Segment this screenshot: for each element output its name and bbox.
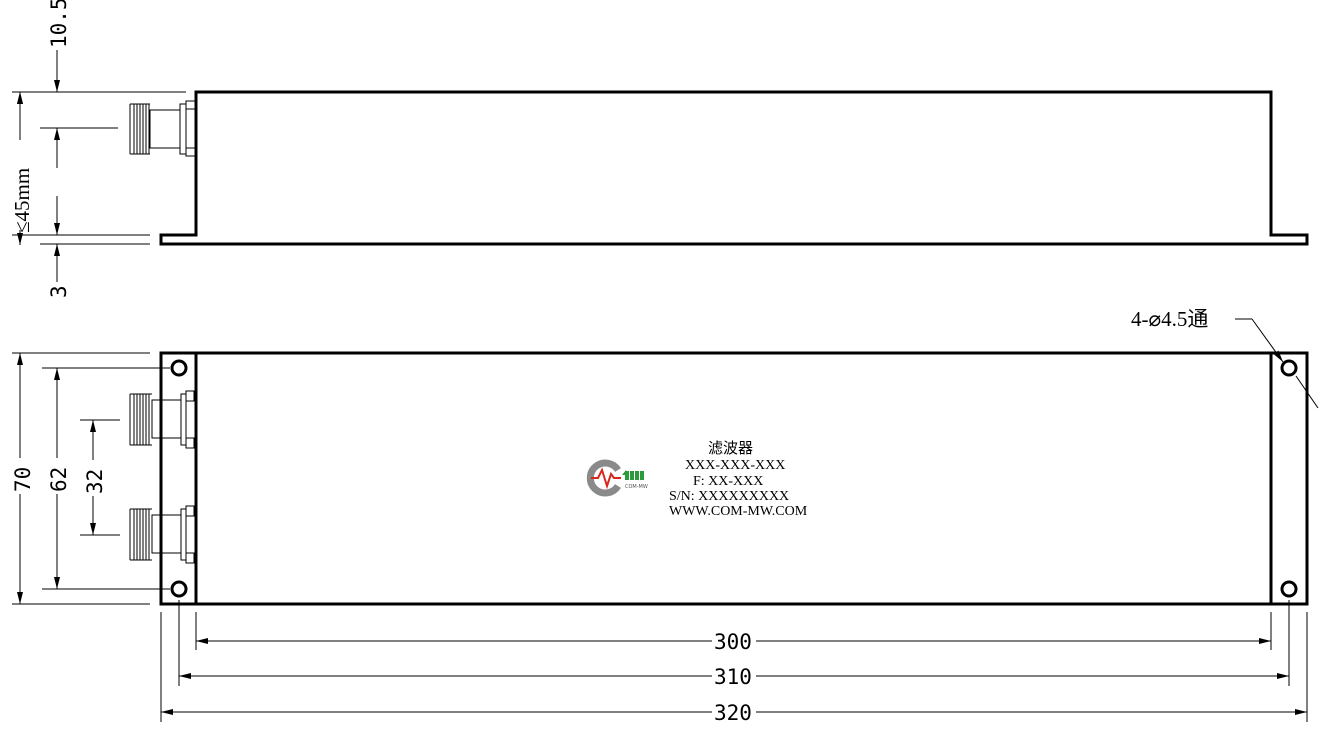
model-number: XXX-XXX-XXX <box>685 458 785 473</box>
dim-320-label: 320 <box>714 701 752 725</box>
top-view: 70 62 32 4-⌀4.5通 300 <box>8 307 1319 725</box>
mounting-hole <box>1280 580 1298 598</box>
dim-300-label: 300 <box>714 630 752 654</box>
nameplate: COM-MW 滤波器 XXX-XXX-XXX F: XX-XXX S/N: XX… <box>586 439 808 519</box>
mounting-hole <box>1280 359 1298 377</box>
dim-10-5-label: 10.5 <box>47 0 71 48</box>
frequency-label: F: XX-XXX <box>693 474 763 489</box>
dim-32-label: 32 <box>83 469 107 494</box>
dim-70-label: 70 <box>11 467 35 492</box>
hole-callout-label: 4-⌀4.5通 <box>1131 307 1208 331</box>
side-connector-thread <box>133 104 150 154</box>
side-connector <box>129 100 197 157</box>
serial-number: S/N: XXXXXXXXX <box>669 489 789 504</box>
dim-45mm-label: ≤45mm <box>10 168 34 233</box>
dim-62-label: 62 <box>47 467 71 492</box>
top-connector-2 <box>129 505 195 564</box>
company-logo: COM-MW <box>586 459 648 497</box>
top-outer-plate <box>159 351 1309 606</box>
side-body-outline <box>159 90 1309 246</box>
logo-text: COM-MW <box>625 484 648 490</box>
mounting-hole <box>170 580 188 598</box>
dim-3-label: 3 <box>47 285 71 298</box>
dim-310-label: 310 <box>714 665 752 689</box>
top-connector-1 <box>129 390 195 449</box>
side-view: 10.5 ≤45mm 3 <box>10 0 1309 298</box>
hole-callout: 4-⌀4.5通 <box>1131 307 1319 409</box>
mounting-hole <box>170 359 188 377</box>
product-name: 滤波器 <box>708 439 753 457</box>
website-url: WWW.COM-MW.COM <box>669 504 808 519</box>
